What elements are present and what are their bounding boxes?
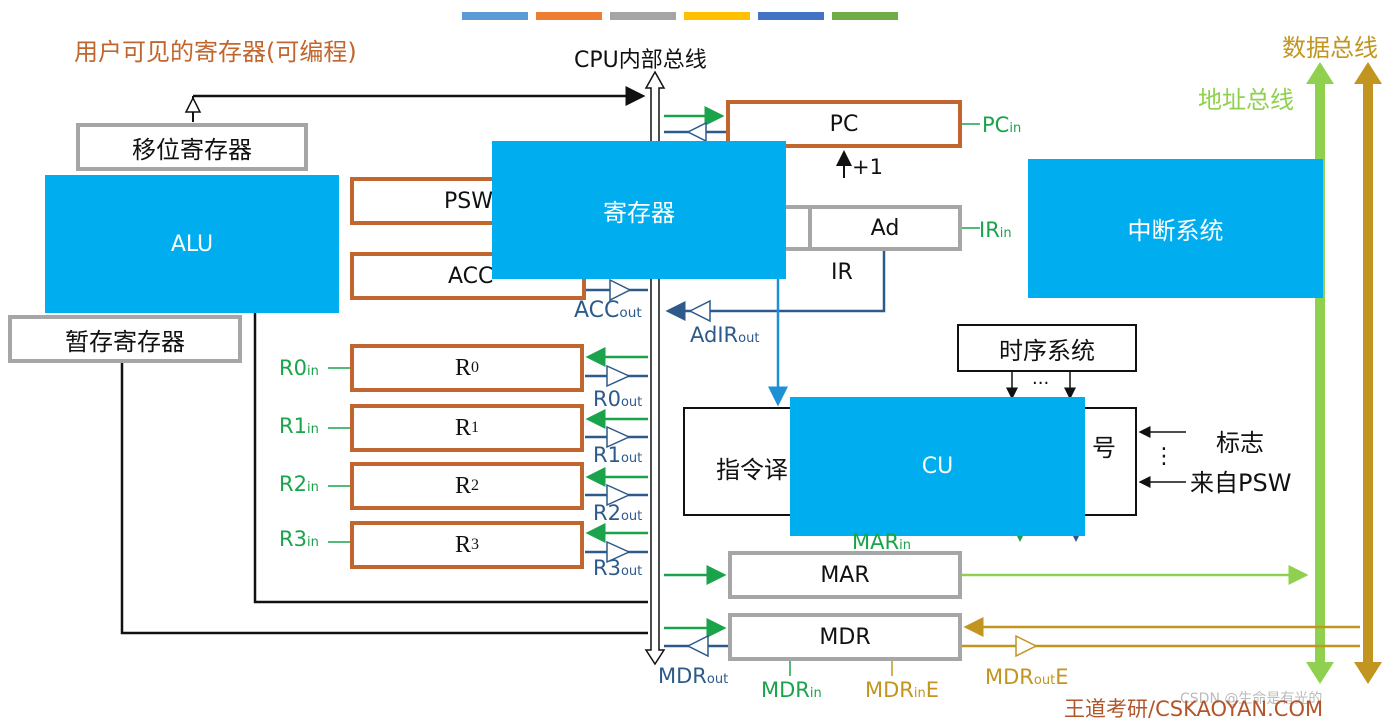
r1-in-label: R1in: [279, 414, 319, 438]
r3-in-label: R3in: [279, 527, 319, 551]
alu: ALU: [45, 175, 339, 313]
pc-in-label: PCin: [982, 113, 1022, 137]
timing-system: 时序系统: [957, 324, 1137, 372]
mdr-in-label: MDRin: [761, 678, 822, 702]
r2-in-label: R2in: [279, 472, 319, 496]
adir-out-label: AdIRout: [690, 323, 760, 347]
ir-in-label: IRin: [979, 218, 1012, 242]
registers-overlay: 寄存器: [492, 141, 786, 279]
r3-out-label: R3out: [593, 556, 643, 580]
mdr-out-e-label: MDRoutE: [985, 665, 1069, 689]
acc-out-label: ACCout: [574, 298, 642, 323]
ir-address-field: Ad: [808, 205, 962, 251]
from-psw-label: 来自PSW: [1190, 469, 1292, 497]
footer-brand: 王道考研/CSKAOYAN.COM: [1064, 697, 1324, 721]
shift-register: 移位寄存器: [76, 123, 308, 171]
ir-label: IR: [831, 260, 853, 285]
mdr-in-e-label: MDRinE: [865, 678, 940, 702]
user-visible-registers-title: 用户可见的寄存器(可编程): [74, 38, 357, 66]
control-unit: CU: [790, 397, 1085, 536]
decoder-label: 指令译: [716, 456, 788, 484]
temp-register: 暂存寄存器: [8, 315, 242, 363]
r0-out-label: R0out: [593, 387, 643, 411]
address-bus: [1306, 62, 1334, 684]
signal-label: 号: [1092, 434, 1116, 462]
pc-increment-label: +1: [852, 155, 883, 179]
r1-out-label: R1out: [593, 443, 643, 467]
watermark: CSDN @生命是有光的: [1180, 691, 1323, 707]
address-bus-label: 地址总线: [1198, 86, 1294, 114]
cpu-internal-bus: [644, 70, 666, 666]
timing-ellipsis: ...: [1032, 368, 1050, 389]
flag-vdots: ⋮: [1153, 444, 1175, 469]
flag-label: 标志: [1216, 429, 1264, 457]
r2-out-label: R2out: [593, 501, 643, 525]
r0-in-label: R0in: [279, 356, 319, 380]
mdr-out-label: MDRout: [658, 664, 729, 688]
mar-in-label: MARin: [852, 530, 911, 554]
mdr-register: MDR: [728, 613, 962, 661]
pc-register: PC: [726, 100, 962, 148]
data-bus-label: 数据总线: [1282, 34, 1378, 62]
interrupt-system: 中断系统: [1028, 159, 1323, 298]
register-bus-links: [328, 347, 648, 564]
cpu-bus-label: CPU内部总线: [574, 48, 707, 73]
mar-register: MAR: [728, 551, 962, 599]
data-bus: [1354, 62, 1382, 684]
